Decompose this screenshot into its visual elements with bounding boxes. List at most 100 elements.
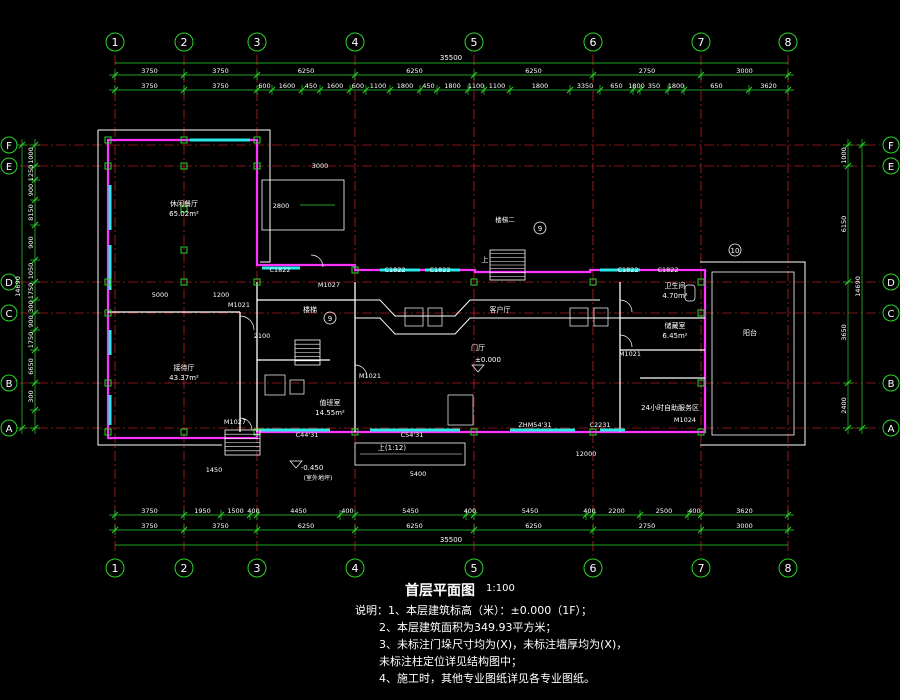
column [253, 136, 261, 144]
grid-label-E: E [6, 162, 12, 173]
grid-label-2: 2 [181, 562, 188, 575]
dim-left-label: 1750 [27, 332, 35, 349]
label-door-m1027-b: M1027 [224, 418, 246, 426]
column [697, 428, 705, 436]
elev-marker-main [471, 364, 485, 373]
furniture [593, 307, 609, 327]
dim-bottom-inner-label: 1950 [194, 507, 211, 515]
dim-right-tick [844, 424, 852, 432]
room-name: 接待厅 [174, 363, 195, 372]
column [104, 428, 112, 436]
dim-top-outer-label: 6250 [525, 67, 542, 75]
dim-left-tick [31, 196, 39, 204]
label-dim-1450: 1450 [206, 466, 223, 474]
dim-top-outer-tick [111, 71, 119, 79]
label-door-m1021-c: M1021 [619, 350, 641, 358]
dim-top-outer-label: 3750 [212, 67, 229, 75]
grid-bubble-B [882, 374, 900, 392]
notes-line-5: 4、施工时，其他专业图纸详见各专业图纸。 [379, 672, 595, 685]
label-window-c4431: C44'31 [296, 431, 319, 439]
column [180, 246, 188, 254]
dim-top-inner-label: 3750 [212, 82, 229, 90]
dim-left-tick [31, 406, 39, 414]
grid-bubble-5 [464, 32, 484, 52]
grid-bubble-E [0, 157, 18, 175]
dim-left-label: 8150 [27, 204, 35, 221]
dim-left-overall-tick [18, 424, 26, 432]
plan-labels: 休闲餐厅65.02m²接待厅43.37m²门厅值班室14.55m²客户厅楼梯卫生… [152, 162, 757, 482]
label-door-m1021-b: M1021 [359, 372, 381, 380]
dim-top-outer-tick [470, 71, 478, 79]
room-name: 客户厅 [490, 305, 511, 314]
dim-bottom-inner-tick [697, 511, 705, 519]
dim-bottom-inner-label: 400 [247, 507, 259, 515]
dim-left-tick [31, 296, 39, 304]
grid-bubble-7 [691, 32, 711, 52]
dim-top-inner-tick [433, 86, 441, 94]
dim-top-inner-tick [316, 86, 324, 94]
dim-left-label: 900 [27, 315, 35, 327]
grid-label-A: A [888, 424, 895, 435]
dim-bottom-outer-tick [111, 526, 119, 534]
dim-bottom-inner-label: 4450 [290, 507, 307, 515]
dim-top-inner-label: 3750 [141, 82, 158, 90]
dim-top-outer-tick [253, 71, 261, 79]
ramp [354, 442, 466, 466]
dim-bottom-outer-label: 6250 [298, 522, 315, 530]
grid-bubble-8 [778, 558, 798, 578]
grid-label-4: 4 [352, 36, 359, 49]
dim-bottom-outer-tick [180, 526, 188, 534]
grid-bubble-C [0, 304, 18, 322]
column [697, 379, 705, 387]
column [104, 309, 112, 317]
dim-bottom-inner-tick [684, 511, 692, 519]
dim-top-inner-label: 650 [610, 82, 622, 90]
dim-bottom-inner-label: 1500 [227, 507, 244, 515]
dim-bottom-inner-tick [589, 511, 597, 519]
room-area: 14.55m² [315, 409, 345, 417]
dim-bottom-inner-label: 400 [464, 507, 476, 515]
furniture [427, 307, 443, 327]
drawing-title: 首层平面图 [405, 583, 475, 599]
grid-label-5: 5 [471, 562, 478, 575]
dim-left-label: 1050 [27, 263, 35, 280]
column [104, 162, 112, 170]
elev-marker [289, 460, 303, 469]
room-name: 休闲餐厅 [170, 199, 198, 208]
dim-top-inner-tick [629, 86, 637, 94]
hall-outline-bottom [355, 317, 620, 335]
dim-top-outer-tick [784, 71, 792, 79]
label-door-m1021: M1021 [228, 301, 250, 309]
overall-width-bottom: 35500 [440, 536, 462, 544]
door-swing [354, 364, 368, 378]
grid-label-C: C [6, 309, 13, 320]
label-stair: 楼梯二 [495, 215, 515, 224]
dim-left-overall-label: 14690 [14, 276, 22, 297]
label-window-c1822: C1822 [429, 266, 450, 274]
door-swing [239, 315, 255, 331]
dim-top-inner-label: 450 [305, 82, 317, 90]
dim-top-inner-label: 3350 [577, 82, 594, 90]
dim-top-inner-tick [268, 86, 276, 94]
dim-bottom-outer-tick [697, 526, 705, 534]
dim-left-overall-tick [18, 141, 26, 149]
dim-bottom-inner-tick [784, 511, 792, 519]
balcony-outline [711, 271, 795, 436]
grid-label-6: 6 [590, 36, 597, 49]
dim-right-tick [844, 379, 852, 387]
dim-top-outer-label: 6250 [406, 67, 423, 75]
label-dim-2100: 2100 [254, 332, 271, 340]
dim-right-label: 2400 [840, 397, 848, 414]
grid-label-F: F [6, 141, 12, 152]
column [351, 428, 359, 436]
dim-bottom-outer-label: 6250 [406, 522, 423, 530]
grid-bubble-3 [247, 32, 267, 52]
column [180, 136, 188, 144]
ref-bubble-9b [323, 311, 337, 325]
dim-left-tick [31, 141, 39, 149]
notes-line-1: 说明：1、本层建筑标高（米）：±0.000（1F）； [355, 604, 593, 617]
room-area: 43.37m² [169, 374, 199, 382]
dim-top-outer-label: 2750 [639, 67, 656, 75]
grid-label-1: 1 [112, 36, 119, 49]
dim-bottom-inner-tick [253, 511, 261, 519]
